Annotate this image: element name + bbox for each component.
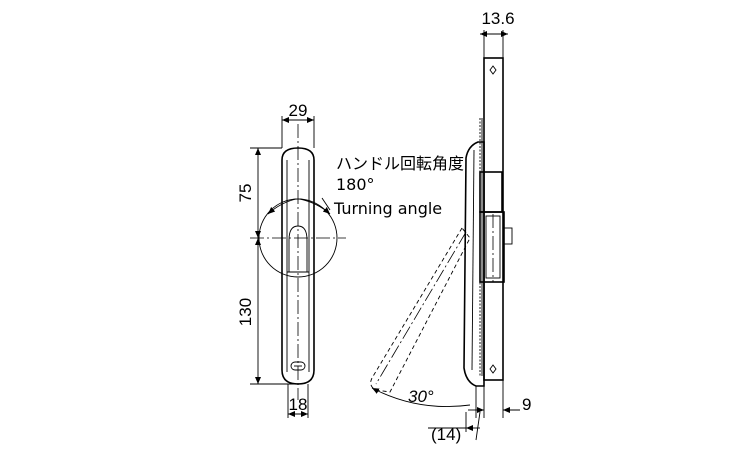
side-view: 30° 13.6 9 (14) <box>370 9 531 444</box>
dim-swing-angle: 30° <box>408 387 434 406</box>
dim-upper-length: 75 <box>236 184 255 203</box>
dim-side-thickness: 13.6 <box>481 9 514 28</box>
note-rotation-value: 180° <box>336 175 375 194</box>
note-rotation-en: Turning angle <box>333 199 442 218</box>
bottom-hole <box>489 364 497 374</box>
handle-outline <box>281 147 315 385</box>
note-rotation-jp: ハンドル回転角度 <box>336 154 464 173</box>
handle-slot <box>288 225 308 273</box>
front-view: 29 75 130 18 ハンドル回転角度 180° Turning angle <box>236 101 464 418</box>
dim-swing-clearance: (14) <box>431 425 461 444</box>
dim-bottom-width: 18 <box>289 395 308 414</box>
dim-handle-width: 29 <box>289 101 308 120</box>
latch-pin <box>503 227 513 245</box>
housing <box>463 141 485 387</box>
swung-handle <box>370 227 471 393</box>
dim-lower-length: 130 <box>236 298 255 326</box>
top-hole <box>489 65 497 75</box>
dim-side-offset: 9 <box>522 395 531 414</box>
